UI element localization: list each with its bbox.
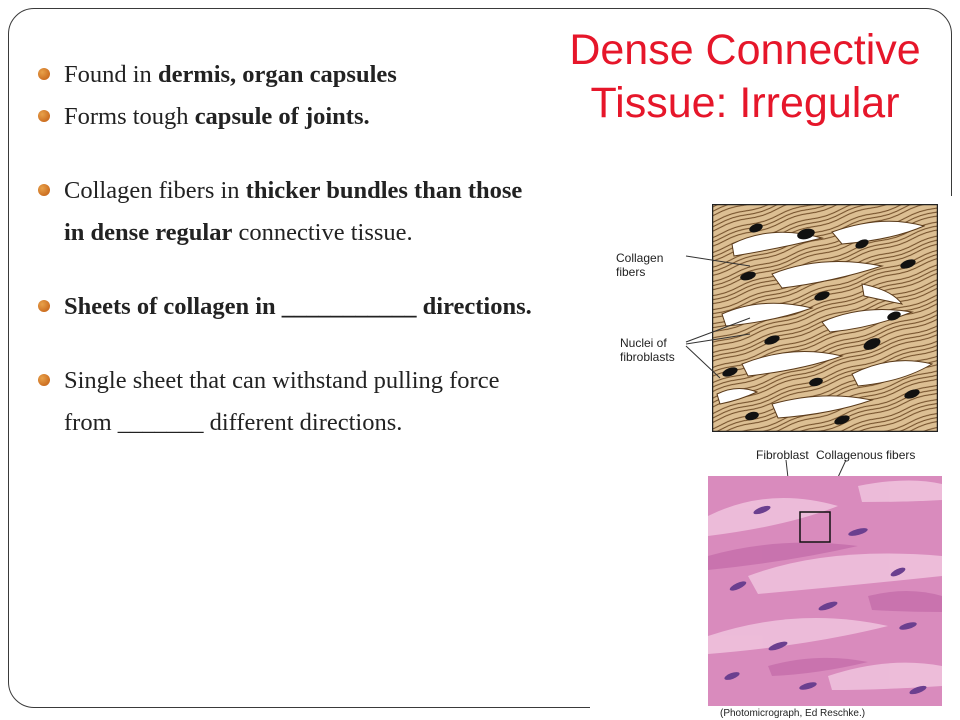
bullet-text: Collagen fibers in (64, 177, 246, 204)
bullet-item: Found in dermis, organ capsules (38, 54, 538, 96)
bullet-item: Single sheet that can withstand pulling … (38, 360, 538, 444)
label-collagen-fibers: Collagen fibers (616, 251, 664, 279)
slide-title: Dense Connective Tissue: Irregular (540, 24, 950, 130)
bullet-text: Forms tough (64, 103, 195, 130)
label-collagenous-fibers: Collagenous fibers (816, 448, 916, 462)
photo-credit: (Photomicrograph, Ed Reschke.) (720, 708, 866, 719)
label-nuclei-of-fibroblasts: Nuclei of fibroblasts (620, 336, 675, 364)
bullet-list: Found in dermis, organ capsules Forms to… (38, 54, 538, 444)
title-line-1: Dense Connective (569, 26, 921, 74)
bullet-item: Forms tough capsule of joints. (38, 96, 538, 138)
bullet-bold-text: capsule of joints. (194, 103, 370, 130)
bullet-item: Sheets of collagen in ___________ direct… (38, 286, 538, 328)
tissue-diagram (712, 204, 938, 432)
bullet-text: Single sheet that can withstand pulling … (64, 367, 500, 436)
title-line-2: Tissue: Irregular (590, 79, 900, 127)
bullet-bold-text: thicker bundles than those in dense regu… (64, 177, 523, 246)
bullet-text: connective tissue. (232, 219, 413, 246)
figure-panel: Collagen fibers Nuclei of fibroblasts Fi… (590, 196, 960, 720)
bullet-bold-text: Sheets of collagen in ___________ direct… (64, 293, 532, 320)
photomicrograph (708, 476, 942, 706)
bullet-bold-text: dermis, organ capsules (157, 61, 397, 88)
bullet-text: Found in (64, 61, 158, 88)
bullet-item: Collagen fibers in thicker bundles than … (38, 170, 538, 254)
label-fibroblast: Fibroblast (756, 448, 809, 462)
